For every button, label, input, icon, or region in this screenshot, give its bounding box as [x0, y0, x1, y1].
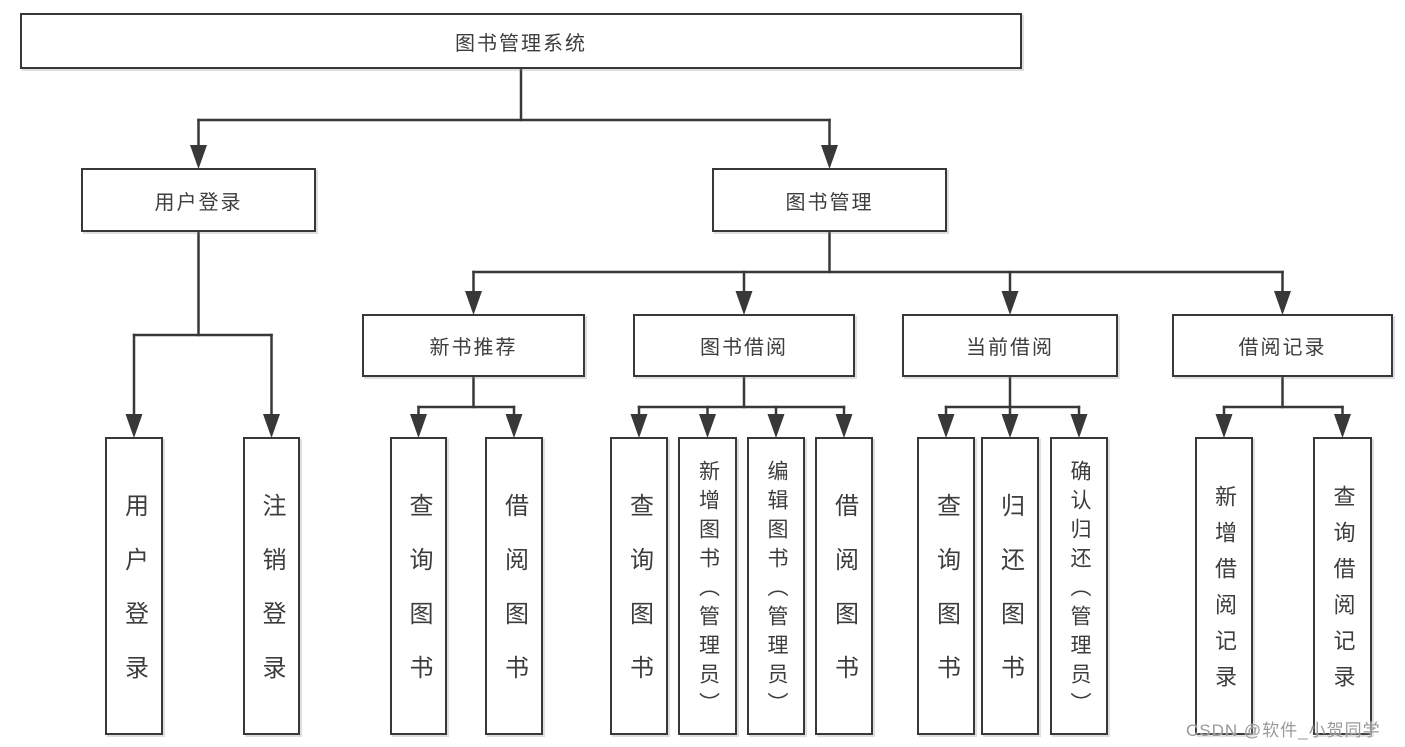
node-records: 借阅记录: [1172, 314, 1393, 377]
arrow-down-icon: [1070, 414, 1088, 438]
node-rec-add: 新增借阅记录: [1195, 437, 1253, 735]
node-root: 图书管理系统: [20, 13, 1022, 69]
arrow-down-icon: [1001, 414, 1019, 438]
arrow-down-icon: [190, 145, 207, 169]
arrow-down-icon: [465, 291, 482, 315]
node-label: 用户登录: [120, 493, 148, 709]
node-label: 当前借阅: [966, 337, 1054, 359]
arrow-down-icon: [1215, 414, 1233, 438]
arrow-down-icon: [937, 414, 955, 438]
node-label: 编辑图书（管理员）: [765, 459, 788, 721]
node-login: 用户登录: [81, 168, 316, 232]
node-label: 确认归还（管理员）: [1068, 459, 1091, 721]
node-label: 查询图书: [405, 493, 432, 709]
arrow-down-icon: [125, 414, 143, 438]
node-bw-borrow: 借阅图书: [815, 437, 873, 735]
node-label: 注销登录: [258, 493, 285, 709]
csdn-watermark: CSDN @软件_小贺同学: [1186, 721, 1381, 740]
node-login-user: 用户登录: [105, 437, 163, 735]
node-label: 图书借阅: [700, 337, 788, 359]
arrow-down-icon: [630, 414, 648, 438]
node-label: 借阅图书: [500, 493, 528, 709]
node-cur-query: 查询图书: [917, 437, 975, 735]
node-label: 新书推荐: [429, 337, 518, 359]
arrow-down-icon: [699, 414, 716, 438]
node-cur-confirm: 确认归还（管理员）: [1050, 437, 1108, 735]
arrow-down-icon: [1001, 291, 1019, 315]
node-label: 查询图书: [932, 493, 960, 709]
node-bw-query: 查询图书: [610, 437, 668, 735]
arrow-down-icon: [735, 291, 753, 315]
node-label: 用户登录: [154, 191, 243, 214]
node-nb-borrow: 借阅图书: [485, 437, 543, 735]
node-borrow: 图书借阅: [633, 314, 855, 377]
node-label: 借阅记录: [1238, 337, 1327, 359]
node-bw-edit: 编辑图书（管理员）: [747, 437, 805, 735]
arrow-down-icon: [1274, 291, 1291, 315]
node-mgmt: 图书管理: [712, 168, 947, 232]
node-label: 归还图书: [996, 493, 1024, 709]
node-label: 新增借阅记录: [1212, 485, 1237, 701]
node-label: 借阅图书: [830, 493, 858, 709]
node-label: 图书管理系统: [455, 32, 587, 55]
node-bw-add: 新增图书（管理员）: [678, 437, 737, 735]
node-new-books: 新书推荐: [362, 314, 585, 377]
node-rec-query: 查询借阅记录: [1313, 437, 1372, 735]
arrow-down-icon: [1334, 414, 1351, 438]
node-label: 图书管理: [785, 191, 874, 214]
arrow-down-icon: [505, 414, 523, 438]
node-label: 新增图书（管理员）: [696, 459, 720, 721]
node-current: 当前借阅: [902, 314, 1118, 377]
node-label: 查询借阅记录: [1330, 485, 1356, 701]
arrow-down-icon: [410, 414, 427, 438]
arrow-down-icon: [263, 414, 280, 438]
node-label: 查询图书: [625, 493, 653, 709]
arrow-down-icon: [835, 414, 853, 438]
arrow-down-icon: [821, 145, 838, 169]
node-nb-query: 查询图书: [390, 437, 447, 735]
node-cur-return: 归还图书: [981, 437, 1039, 735]
node-login-out: 注销登录: [243, 437, 300, 735]
arrow-down-icon: [767, 414, 785, 438]
